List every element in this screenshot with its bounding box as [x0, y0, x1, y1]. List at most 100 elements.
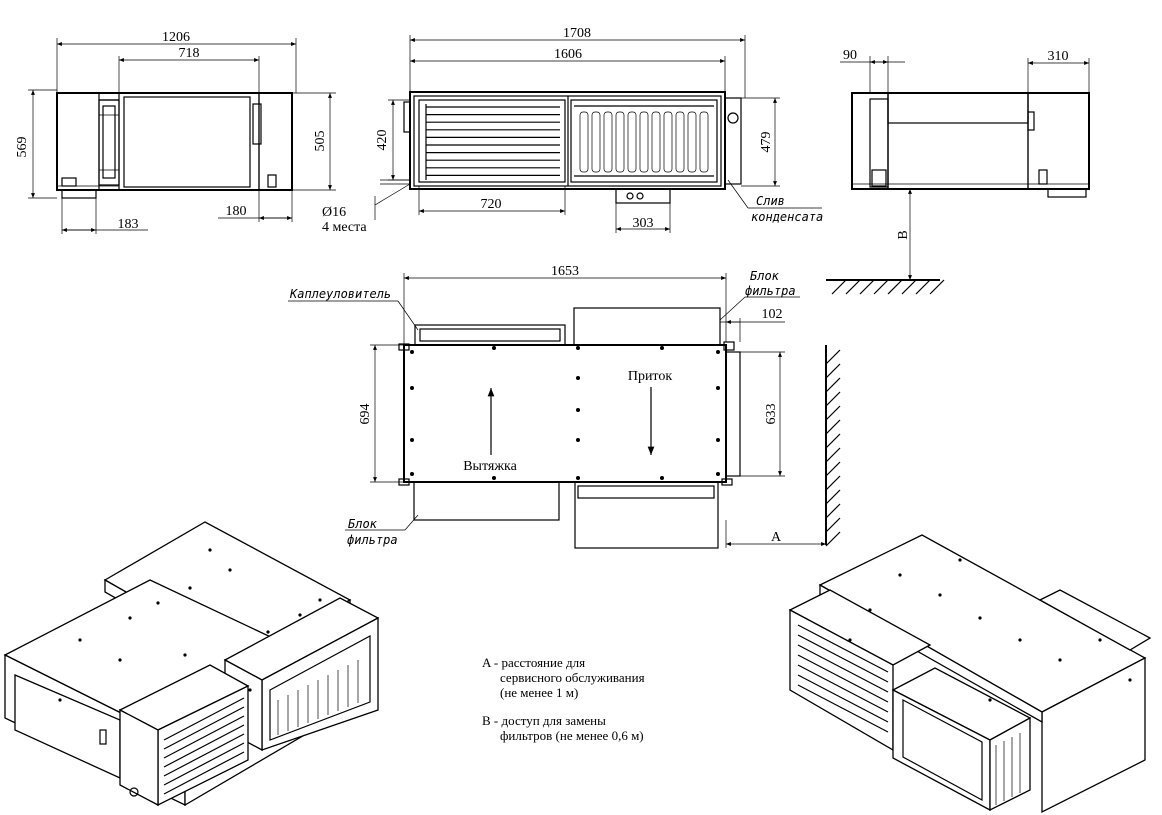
screw [208, 548, 212, 552]
right-view-dimensions: 90 310 B [826, 48, 1090, 295]
screw [128, 616, 132, 620]
dim-front-overall-width: 1708 [563, 26, 591, 41]
hatch-line [825, 391, 841, 407]
screw [188, 586, 192, 590]
hatch-line [825, 419, 841, 435]
iso-right-filter-frame [995, 733, 1021, 805]
screw [1098, 638, 1102, 642]
screw [156, 601, 160, 605]
screw [848, 638, 852, 642]
screw [716, 350, 720, 354]
louvre-blade [797, 674, 889, 723]
floor-hatching [831, 279, 945, 295]
top-view [398, 307, 741, 549]
screw [298, 613, 302, 617]
screw [118, 658, 122, 662]
dim-front-height-left: 420 [375, 130, 390, 151]
screw [660, 476, 664, 480]
hatch-line [901, 279, 917, 295]
legend-a-line1: A - расстояние для [482, 655, 586, 670]
hatch-line [825, 349, 841, 365]
top-panel-screws [410, 346, 720, 480]
louvre-blade [797, 664, 889, 713]
label-drip-tray: Каплеуловитель [289, 287, 391, 301]
iso-left-filter-pockets [277, 660, 359, 735]
filter-pocket [591, 111, 601, 173]
front-view-dimensions: 1708 1606 420 479 720 303 Ø16 4 места Сл… [322, 26, 823, 235]
dim-left-height-left: 569 [15, 137, 30, 158]
screw [898, 573, 902, 577]
dim-front-inner-width: 1606 [554, 47, 582, 62]
label-exhaust: Вытяжка [463, 459, 517, 474]
label-supply: Приток [628, 369, 673, 384]
legend-a-line2: сервисного обслуживания [500, 670, 645, 685]
filter-pocket [675, 111, 685, 173]
filter-pocket [627, 111, 637, 173]
filter-pocket [699, 111, 709, 173]
left-side-view [56, 92, 293, 199]
front-view [380, 91, 742, 204]
label-filter-bottom-line1: Блок [348, 517, 378, 531]
top-view-dimensions: 1653 694 633 102 A Каплеуловитель Блок ф… [288, 264, 841, 548]
hatch-line [887, 279, 903, 295]
louvre-blade [163, 706, 245, 750]
screw [410, 350, 414, 354]
label-filter-bottom-line2: фильтра [347, 533, 398, 547]
iso-right-louvres [797, 624, 889, 733]
louvre-blade [797, 644, 889, 693]
hatch-line [825, 461, 841, 477]
dim-right-clearance-b: B [896, 230, 911, 239]
dim-front-bottom-coil: 720 [481, 197, 502, 212]
screw [660, 346, 664, 350]
screw [576, 408, 580, 412]
hatch-line [825, 405, 841, 421]
hatch-line [873, 279, 889, 295]
label-filter-top-line2: фильтра [745, 284, 796, 298]
left-isometric-view [3, 521, 380, 807]
hatch-line [825, 433, 841, 449]
hatch-line [831, 279, 847, 295]
screw [410, 386, 414, 390]
screw [938, 593, 942, 597]
screw [248, 688, 252, 692]
dim-left-overall-width: 1206 [162, 30, 190, 45]
dim-left-inner-width: 718 [179, 46, 200, 61]
louvre-blade [163, 733, 245, 777]
screw [988, 698, 992, 702]
label-drain-line2: конденсата [751, 210, 823, 224]
iso-left-screws [58, 548, 322, 702]
dim-top-overall-width: 1653 [551, 264, 579, 279]
screw [1018, 638, 1022, 642]
screw [716, 472, 720, 476]
screw [576, 346, 580, 350]
dim-left-bottom-left: 183 [118, 217, 139, 232]
screw [1128, 678, 1132, 682]
louvre-blade [163, 715, 245, 759]
dim-top-height-right: 633 [764, 404, 779, 425]
screw [58, 698, 62, 702]
filter-pocket [639, 111, 649, 173]
front-louvres [425, 104, 560, 180]
hatch-line [915, 279, 931, 295]
screw [410, 438, 414, 442]
left-view-dimensions: 1206 718 569 505 183 180 [15, 30, 336, 234]
legend: A - расстояние для сервисного обслуживан… [482, 655, 645, 756]
dim-right-left-offset: 90 [843, 48, 857, 63]
screw [492, 346, 496, 350]
louvre-blade [163, 742, 245, 786]
front-filter-pockets [574, 105, 714, 177]
legend-item-b: B - доступ для замены фильтров (не менее… [482, 713, 645, 743]
screw [183, 653, 187, 657]
dim-front-hole: Ø16 [322, 205, 346, 220]
iso-left-louvres [163, 697, 245, 795]
louvre-blade [163, 724, 245, 768]
wall-hatching [825, 349, 841, 547]
screw [576, 438, 580, 442]
right-isometric-view [788, 534, 1152, 814]
dim-front-bottom-drain: 303 [633, 216, 654, 231]
louvre-blade [797, 654, 889, 703]
dim-right-right-offset: 310 [1048, 49, 1069, 64]
screw [868, 608, 872, 612]
screw [958, 558, 962, 562]
